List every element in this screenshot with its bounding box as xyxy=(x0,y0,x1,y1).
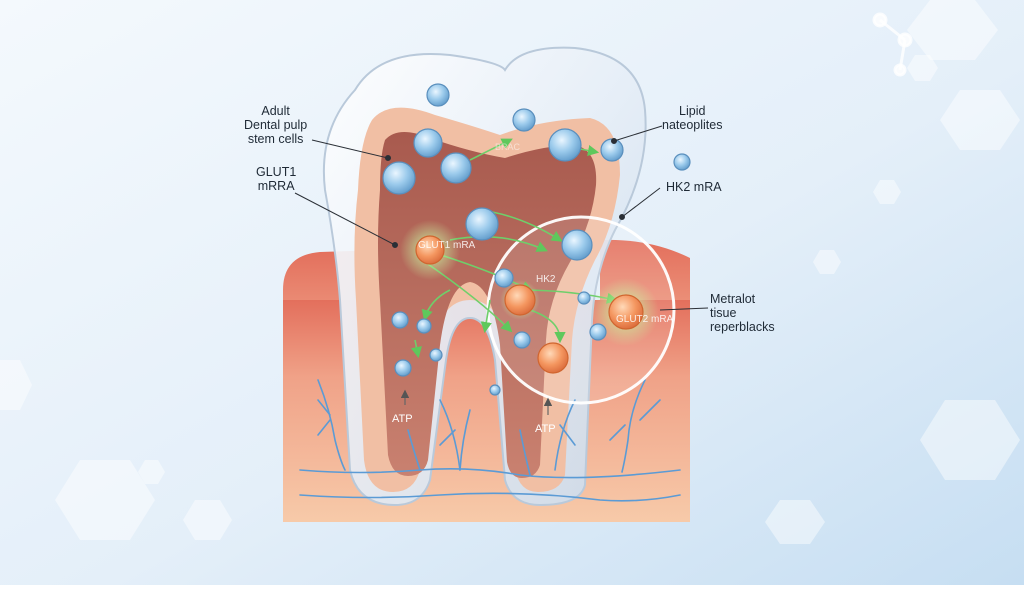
label-adult-pulp-stem-cells: Adult Dental pulp stem cells xyxy=(244,104,307,146)
cell-labels: GLUT1 mRA HK2 GLUT2 mRA BRAC xyxy=(418,142,674,325)
label-line: Metralot xyxy=(710,292,756,306)
glut2-cell-text: GLUT2 mRA xyxy=(616,314,674,325)
label-line: GLUT1 xyxy=(256,165,297,179)
stem-cells xyxy=(382,83,691,396)
atp-left-label: ATP xyxy=(392,413,413,425)
label-line: reperblacks xyxy=(710,320,775,334)
glut1-cell-text: GLUT1 mRA xyxy=(418,240,476,251)
label-line: mRRA xyxy=(257,179,295,193)
hk2-cell-text: HK2 xyxy=(536,274,556,285)
label-lipid-nateoplites: Lipid nateoplites xyxy=(662,104,722,132)
molecule-icon xyxy=(872,12,913,77)
tooth-pulp xyxy=(378,131,597,478)
label-line: tisue xyxy=(710,306,737,320)
glut-cells xyxy=(415,235,644,374)
label-line: Lipid xyxy=(679,104,706,118)
atp-labels: ATP ATP xyxy=(392,389,556,435)
label-line: Dental pulp xyxy=(244,118,308,132)
label-line: nateoplites xyxy=(662,118,723,132)
background-hexagons xyxy=(0,0,1020,544)
blood-vessels xyxy=(299,379,681,502)
label-line: stem cells xyxy=(247,132,304,146)
label-glut1-mrna: GLUT1 mRRA xyxy=(256,165,296,193)
leader-lines xyxy=(294,125,709,311)
faint-top-text: BRAC xyxy=(495,142,521,152)
label-line: Adult xyxy=(261,104,290,118)
label-metabolic-tissue: Metralot tisue reperblacks xyxy=(710,292,775,334)
label-hk2-mrna: HK2 mRA xyxy=(666,180,722,194)
atp-right-label: ATP xyxy=(535,423,556,435)
